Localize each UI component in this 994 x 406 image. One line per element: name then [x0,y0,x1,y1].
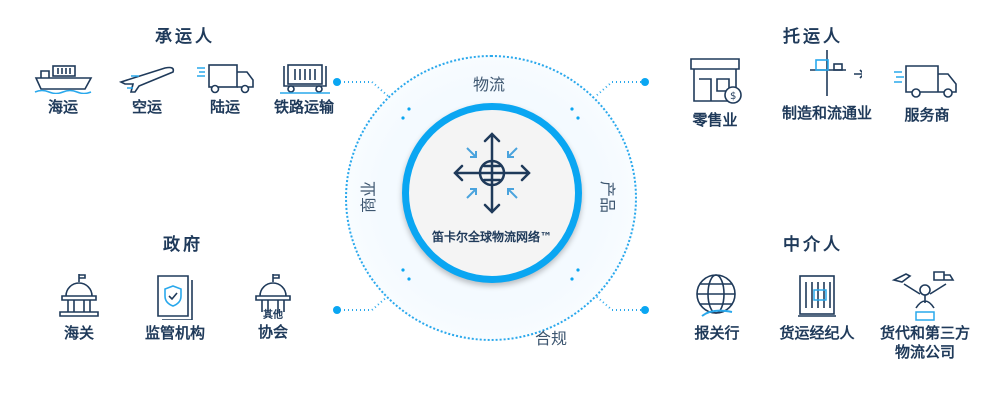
connector-dot [641,78,649,86]
capitol-other-icon [255,274,291,312]
shield-document-icon [157,275,193,320]
label: 协会 [257,323,288,341]
forwarder-3pl[interactable]: 货代和第三方物流公司 [870,268,980,362]
gov-customs[interactable]: 海关 [24,272,134,343]
carrier-air[interactable]: 空运 [92,62,202,117]
network-person-icon [891,271,955,321]
network-title: 笛卡尔全球物流网络™ [431,230,552,244]
svg-text:$: $ [730,91,736,102]
rail-container-icon [280,64,330,94]
intermediaries-title: 中介人 [783,235,843,255]
label: 海关 [63,324,94,342]
truck-icon [197,64,254,94]
ship-icon [34,65,93,94]
connector-dot [333,78,341,86]
delivery-van-icon [894,65,957,98]
ring-label-compliance: 合规 [535,329,568,348]
label: 报关行 [694,324,740,342]
connector-dot [641,306,649,314]
gov-regulators[interactable]: 监管机构 [120,272,230,343]
broker-customs[interactable]: 报关行 [662,272,772,343]
label: 陆运 [209,98,240,116]
label: 铁路运输 [273,98,334,116]
connector-dot [333,306,341,314]
ring-label-commerce: 商业 [359,180,379,214]
carrier-land[interactable]: 陆运 [170,62,280,117]
label: 制造和流通业 [781,104,872,122]
freight-broker[interactable]: 货运经纪人 [762,272,872,343]
ring-label-logistics: 物流 [473,75,506,94]
store-icon: $ [690,58,742,104]
label: 货运经纪人 [779,324,855,342]
carriers-title: 承运人 [155,27,215,47]
shipper-manufacturing[interactable]: 制造和流通业 [772,48,882,123]
label: 监管机构 [144,324,205,342]
other-badge: 其他 [263,310,283,321]
globe-hand-icon [696,274,736,317]
government-title: 政府 [163,235,203,255]
container-icon [798,275,836,317]
gov-associations[interactable]: 其他 协会 [218,272,328,342]
airplane-icon [118,66,175,93]
conveyor-icon [810,50,862,96]
shippers-title: 托运人 [783,27,843,47]
capitol-icon [59,274,99,317]
core-circle: 笛卡尔全球物流网络™ [402,103,582,283]
shipper-service[interactable]: 服务商 [872,62,982,125]
label: 服务商 [904,106,950,124]
globe-arrows-icon [453,132,531,214]
label: 海运 [47,98,78,116]
ring-label-product: 产品 [598,180,618,214]
label: 空运 [131,98,162,116]
shipper-retail[interactable]: $ 零售业 [660,55,770,130]
carrier-rail[interactable]: 铁路运输 [249,62,359,117]
label: 货代和第三方物流公司 [880,324,971,361]
label: 零售业 [692,111,738,129]
carrier-sea[interactable]: 海运 [8,62,118,117]
